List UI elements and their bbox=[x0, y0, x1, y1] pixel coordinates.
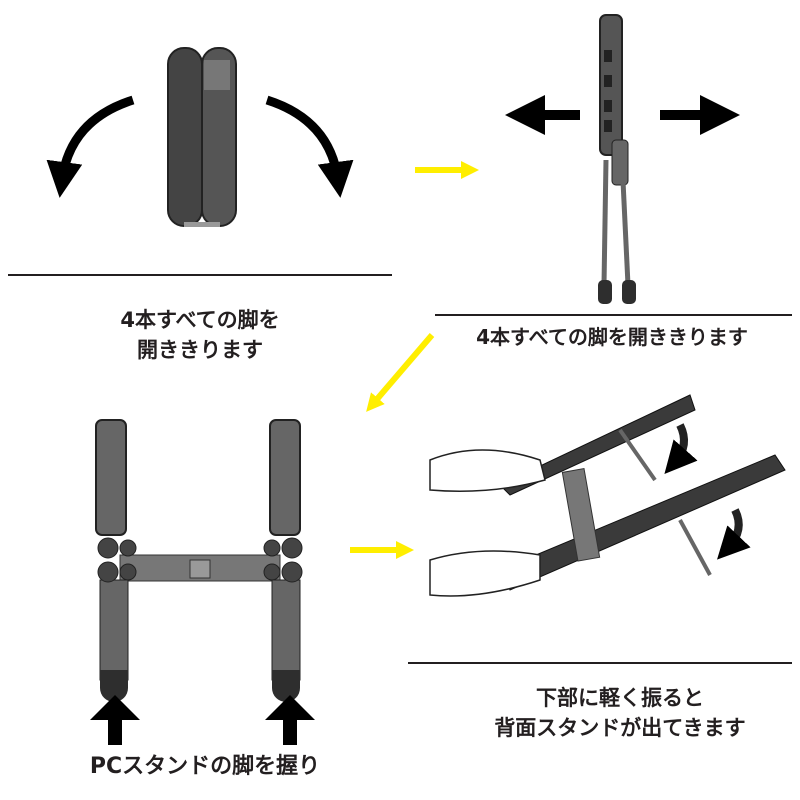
step4-caption: 下部に軽く振ると 背面スタンドが出てきます bbox=[420, 683, 800, 743]
step4-caption-line2: 背面スタンドが出てきます bbox=[494, 716, 746, 740]
curved-arrow-right-icon bbox=[265, 95, 354, 198]
curved-arrow-left-icon bbox=[46, 95, 135, 198]
arrow-up-icon bbox=[90, 695, 140, 745]
yellow-arrow-icon bbox=[366, 333, 435, 412]
arrow-up-icon bbox=[265, 695, 315, 745]
step3-caption: PCスタンドの脚を握り bbox=[89, 754, 321, 779]
step2-caption: 4本すべての脚を開ききります bbox=[476, 325, 748, 349]
open-stand-illustration bbox=[95, 419, 303, 702]
step4-caption-line1: 下部に軽く振ると bbox=[536, 686, 704, 710]
side-view-stand-illustration bbox=[598, 14, 636, 304]
shake-stand-illustration bbox=[429, 394, 786, 597]
folded-stand-illustration bbox=[167, 47, 237, 227]
step1-caption-line1: 4本すべての脚を bbox=[120, 308, 280, 332]
curved-arrow-down-icon bbox=[717, 508, 751, 560]
step1-caption: 4本すべての脚を 開ききります bbox=[0, 305, 400, 365]
curved-arrow-down-icon bbox=[664, 423, 698, 475]
step1-caption-line2: 開ききります bbox=[137, 338, 263, 362]
